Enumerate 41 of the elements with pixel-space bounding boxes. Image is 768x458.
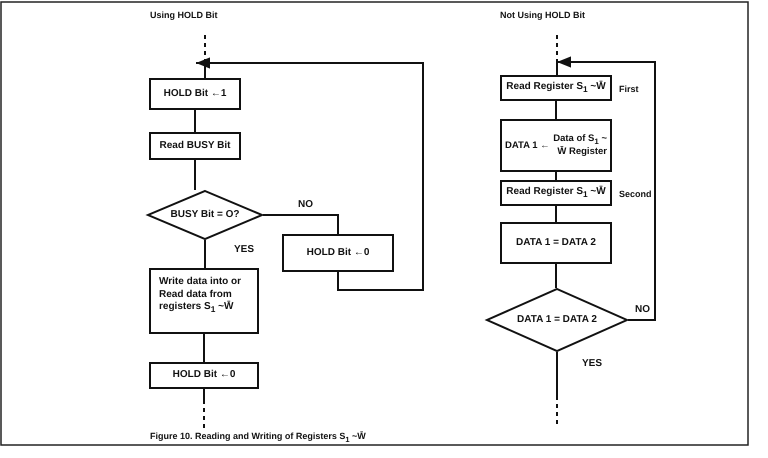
process-box: [282, 234, 394, 272]
connector-line: [555, 101, 557, 119]
connector-line: [203, 334, 205, 362]
connector-line: [555, 206, 557, 222]
step-text: Read Register S$_{1}$ ~W̄: [506, 81, 606, 95]
process-box: [500, 119, 612, 172]
step-text: DATA 1 ←: [505, 140, 550, 152]
edge-label: YES: [580, 358, 604, 369]
step-text: BUSY Bit = O?: [170, 208, 240, 222]
step-text: Read Register S$_{1}$ ~W̄: [506, 186, 606, 200]
process-box: [500, 222, 612, 264]
edge-label: NO: [633, 304, 652, 315]
connector-line: [556, 35, 558, 75]
step-text: DATA 1 = DATA 2: [517, 314, 597, 326]
step-text: HOLD Bit ←1: [164, 88, 226, 100]
connector-line: [194, 110, 196, 132]
step-note: Second: [619, 189, 652, 199]
connector-line: [204, 35, 206, 78]
step-text: HOLD Bit ←0: [306, 246, 370, 260]
flow-heading: Not Using HOLD Bit: [500, 10, 585, 20]
connector-line: [204, 240, 206, 268]
step-text: Write data into or Read data from registers S$_{1}$ ~W̄: [159, 276, 242, 314]
step-text: DATA 1 = DATA 2: [516, 236, 596, 250]
connector-line: [194, 160, 196, 190]
arrow: [196, 57, 424, 291]
step-text: Data of S$_{1}$ ~ W̄ Register: [552, 132, 607, 158]
process-box: [149, 268, 259, 334]
process-box: [149, 78, 241, 110]
edge-label: NO: [296, 199, 315, 210]
flow-heading: Using HOLD Bit: [150, 10, 218, 20]
connector-line: [555, 264, 557, 288]
connector-line: [555, 172, 557, 180]
step-note: First: [619, 84, 639, 94]
step-text: HOLD Bit ←0: [172, 369, 236, 382]
figure-caption: Figure 10. Reading and Writing of Registers S$_{1}$ ~W̄: [150, 431, 366, 444]
step-text: Read BUSY Bit: [160, 140, 230, 152]
connector-line: [263, 214, 339, 234]
edge-label: YES: [232, 244, 256, 255]
process-box: [149, 132, 241, 160]
arrow: [557, 56, 656, 321]
process-box: [149, 362, 259, 389]
